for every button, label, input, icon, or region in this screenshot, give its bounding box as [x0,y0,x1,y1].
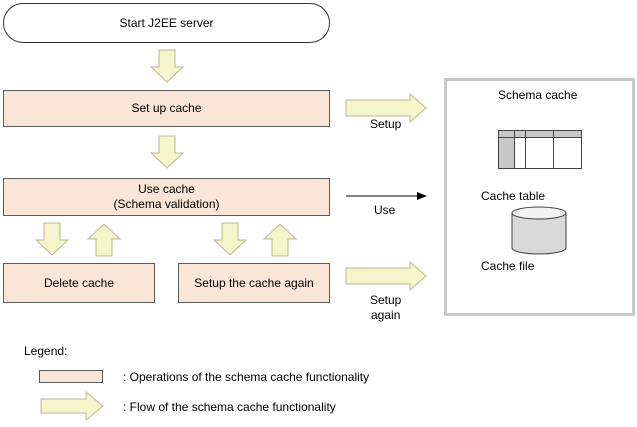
flow-arrow-down-delete [34,222,70,256]
delete-cache-label: Delete cache [43,275,115,290]
flow-arrow-down-setup [149,135,185,169]
set-up-cache-box: Set up cache [3,90,330,127]
cache-file-label: Cache file [481,259,535,273]
setup-cache-again-box: Setup the cache again [178,263,330,303]
setup-again-edge-label-2: again [371,308,401,322]
use-cache-label: Use cache [138,182,195,196]
cache-table-icon [498,130,582,169]
delete-cache-box: Delete cache [3,263,155,303]
flow-arrow-down-start [149,49,185,83]
flow-arrow-right-setup [345,92,427,124]
use-edge-label: Use [374,203,396,217]
legend-flow-arrow [40,390,104,422]
use-cache-box: Use cache (Schema validation) [3,178,330,216]
schema-cache-panel [444,78,635,316]
flow-arrow-down-setup-again [212,222,248,256]
flow-arrow-right-setup-again [345,260,427,292]
legend-title: Legend: [24,344,68,358]
setup-again-edge-label-1: Setup [370,293,402,307]
schema-cache-title: Schema cache [498,88,578,102]
legend-flow-text: : Flow of the schema cache functionality [123,400,336,414]
start-label: Start J2EE server [119,16,214,30]
setup-cache-again-label: Setup the cache again [194,275,314,290]
set-up-cache-label: Set up cache [131,101,202,115]
cache-table-label: Cache table [481,189,546,203]
cache-file-icon [511,206,567,255]
flow-arrow-up-delete [86,223,122,257]
legend-operations-text: : Operations of the schema cache functio… [123,370,370,384]
legend-operation-swatch [39,370,103,383]
start-j2ee-server-node: Start J2EE server [3,3,330,43]
flow-arrow-up-setup-again [262,223,298,257]
setup-edge-label: Setup [370,117,402,131]
schema-validation-label: (Schema validation) [113,197,220,211]
